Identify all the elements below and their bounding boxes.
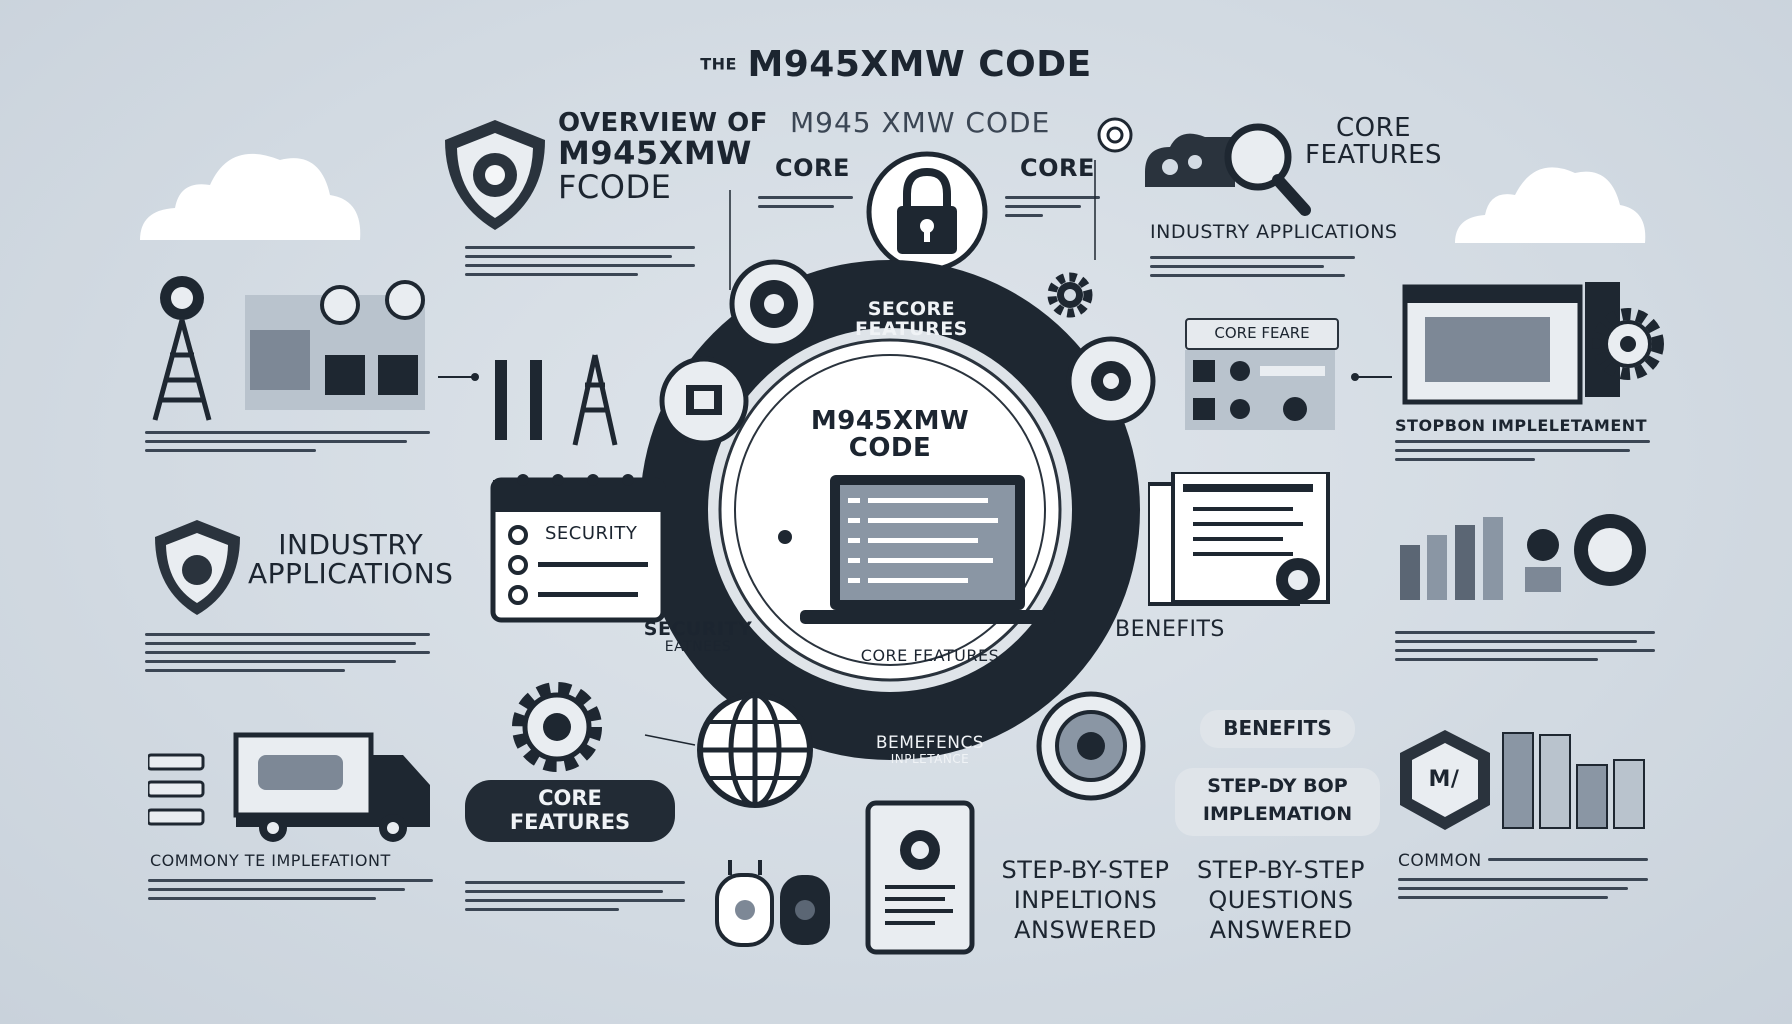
center-title: M945XMW CODE bbox=[800, 406, 980, 464]
industry-apps-tr: INDUSTRY APPLICATIONS bbox=[1150, 221, 1398, 243]
tablet-icon bbox=[865, 800, 975, 955]
lock-icon bbox=[866, 151, 988, 273]
core-left-text bbox=[758, 190, 853, 214]
stepdy-line2: IMPLEMATION bbox=[1202, 803, 1353, 825]
overview-line1: OVERVIEW OF bbox=[558, 108, 768, 138]
magnifier-icon bbox=[1145, 123, 1311, 216]
stepdy-line1: STEP-DY BOP bbox=[1207, 775, 1348, 797]
shield-icon bbox=[445, 120, 545, 230]
industry-apps-tr-text bbox=[1150, 250, 1355, 283]
step-left-line2: INPELTIONS bbox=[1013, 886, 1158, 914]
common-left: COMMONY TE IMPLEFATIONT bbox=[150, 851, 391, 870]
stopbon-text bbox=[1395, 434, 1650, 467]
core-right-text bbox=[1005, 190, 1100, 223]
calendar-label: SECURITY bbox=[545, 523, 638, 544]
core-pill-line2: FEATURES bbox=[509, 810, 631, 834]
benefits-pill: BENEFITS bbox=[1200, 710, 1355, 748]
secore-features: SECORE FEATURES bbox=[855, 298, 968, 340]
cloud-icon-right bbox=[1455, 167, 1646, 243]
common-right-text bbox=[1398, 872, 1648, 905]
core-features-pill: CORE FEATURES bbox=[465, 780, 675, 842]
benefencs-line1: BEMEFENCS bbox=[875, 733, 985, 753]
core-feare-label: CORE FEARE bbox=[1185, 318, 1339, 350]
step-right-line2: QUESTIONS bbox=[1208, 886, 1354, 914]
core-label-left: CORE bbox=[775, 154, 850, 182]
step-right-line1: STEP-BY-STEP bbox=[1197, 856, 1365, 884]
satellite-icon-bottom-right bbox=[1036, 691, 1146, 801]
benefencs-line2: INPLETANCE bbox=[890, 751, 970, 766]
step-left-line3: ANSWERED bbox=[1014, 916, 1157, 944]
tower-text bbox=[145, 425, 430, 458]
target-icon bbox=[1097, 117, 1133, 153]
center-line1: M945XMW bbox=[810, 406, 970, 436]
step-left-line1: STEP-BY-STEP bbox=[1001, 856, 1170, 884]
document-icon bbox=[1148, 472, 1330, 606]
center-bottom-label: CORE FEATURES bbox=[860, 646, 1000, 665]
common-right-text-a bbox=[1488, 852, 1648, 867]
overview-line3: FCODE bbox=[558, 167, 672, 206]
calendar-icon bbox=[490, 474, 666, 623]
shield-icon-left bbox=[155, 520, 240, 615]
truck-icon bbox=[148, 732, 430, 842]
globe-icon bbox=[697, 692, 813, 808]
secore-line1: SECORE bbox=[867, 298, 956, 320]
core-features-tr-line1: CORE bbox=[1335, 113, 1412, 143]
secore-line2: FEATURES bbox=[855, 317, 968, 340]
step-right-line3: ANSWERED bbox=[1209, 916, 1353, 944]
title-main: M945XMW CODE bbox=[747, 44, 1092, 85]
benefencs: BEMEFENCS INPLETANCE bbox=[855, 733, 1005, 766]
center-line2: CODE bbox=[848, 433, 932, 464]
overview-line2: M945XMW bbox=[558, 134, 752, 173]
title-prefix: THE bbox=[700, 54, 737, 74]
industry-apps-left: INDUSTRY APPLICATIONS bbox=[248, 530, 453, 589]
gear-icon-small bbox=[1047, 272, 1093, 318]
feature-grid-icon bbox=[1185, 350, 1335, 430]
benefits-mid: BENEFITS bbox=[1115, 617, 1225, 642]
industry-left-text bbox=[145, 627, 430, 678]
chart-icon bbox=[1400, 514, 1646, 600]
cloud-icon-left bbox=[140, 153, 361, 240]
badge-letters: M/ bbox=[1428, 767, 1460, 792]
satellite-icon-right bbox=[1066, 336, 1156, 426]
right-mid-text bbox=[1395, 625, 1655, 667]
speaker-icons bbox=[715, 860, 830, 947]
subtitle: M945 XMW CODE bbox=[790, 106, 1051, 139]
common-left-text bbox=[148, 873, 433, 906]
stepdy-pill: STEP-DY BOP IMPLEMATION bbox=[1175, 768, 1380, 836]
laptop-icon bbox=[800, 475, 1055, 624]
stopbon: STOPBON IMPLELETAMENT bbox=[1395, 416, 1648, 435]
step-right: STEP-BY-STEP QUESTIONS ANSWERED bbox=[1196, 855, 1366, 945]
core-label-right: CORE bbox=[1020, 154, 1095, 182]
industry-left-line2: APPLICATIONS bbox=[248, 557, 454, 591]
security-line1: SECURITY bbox=[643, 618, 753, 640]
common-right: COMMON bbox=[1398, 851, 1482, 871]
core-pill-line1: CORE bbox=[538, 786, 602, 810]
satellite-icon-left bbox=[659, 356, 749, 446]
overview-heading: OVERVIEW OF M945XMW FCODE bbox=[558, 108, 768, 206]
core-pill-text bbox=[465, 875, 685, 917]
step-left: STEP-BY-STEP INPELTIONS ANSWERED bbox=[998, 855, 1173, 945]
gear-icon-large bbox=[512, 682, 602, 772]
page-title: THE M945XMW CODE bbox=[0, 46, 1792, 84]
overview-text bbox=[465, 240, 695, 282]
browser-window-icon bbox=[1402, 282, 1664, 405]
security-line2: EATNEES bbox=[664, 638, 732, 655]
satellite-icon-top-left bbox=[729, 259, 819, 349]
security-features: SECURITY EATNEES bbox=[638, 618, 758, 655]
industry-left-line1: INDUSTRY bbox=[278, 528, 424, 561]
core-features-tr: CORE FEATURES bbox=[1305, 113, 1443, 171]
tower-icon bbox=[152, 276, 425, 421]
core-features-tr-line2: FEATURES bbox=[1305, 140, 1443, 171]
pylon-icon bbox=[495, 354, 618, 446]
badge-chart-icon bbox=[1400, 730, 1645, 830]
